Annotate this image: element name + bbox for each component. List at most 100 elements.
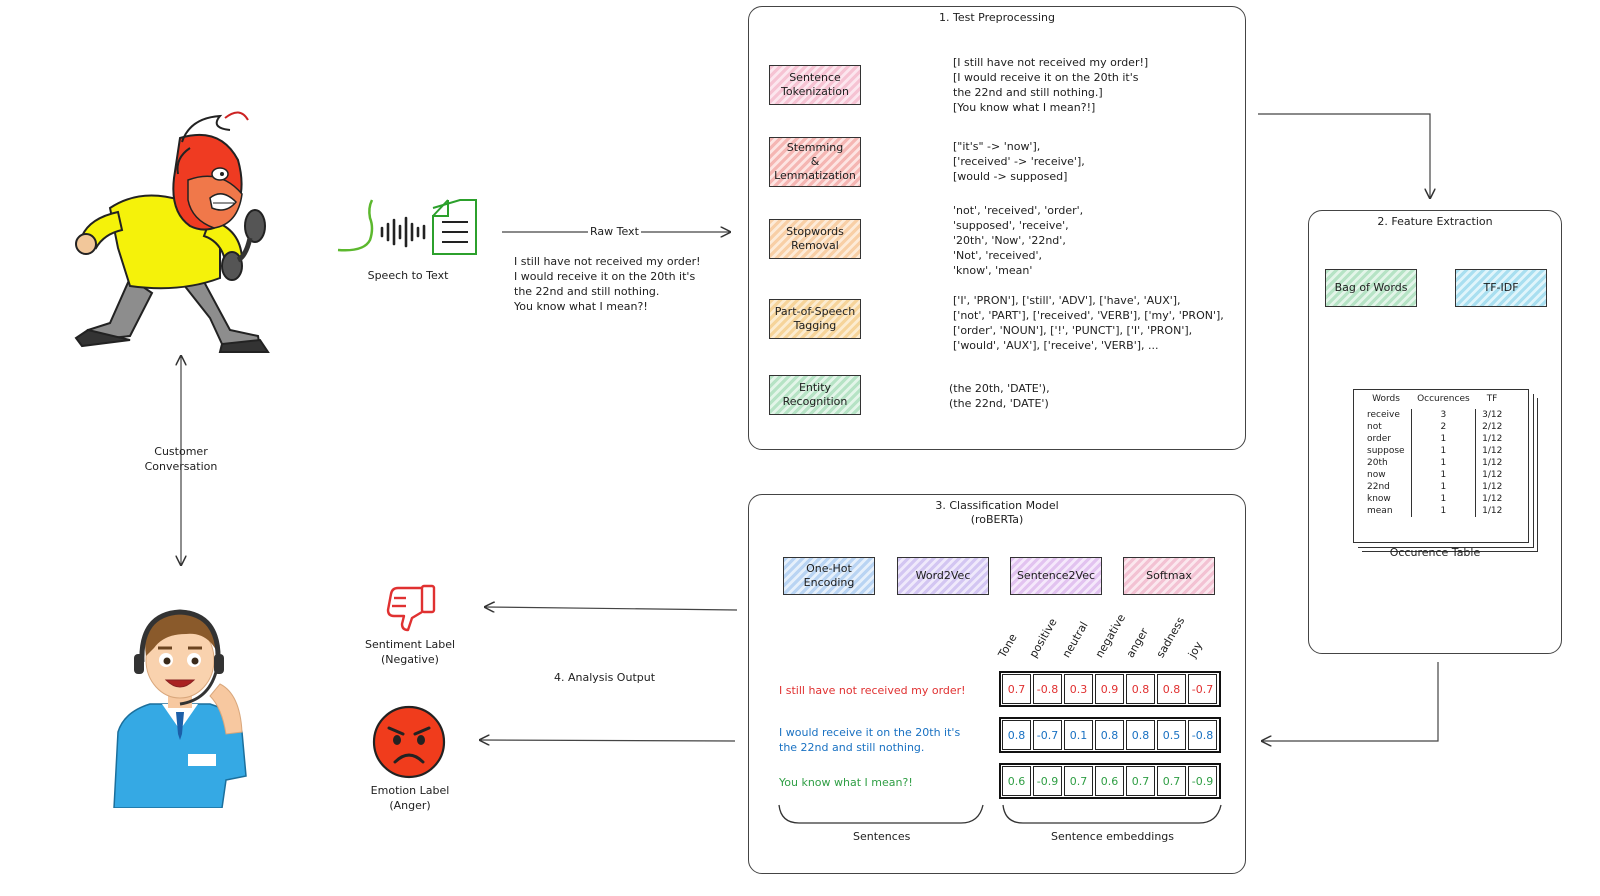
col-words: Words [1372, 394, 1400, 404]
tf-idf-box: TF-IDF [1455, 269, 1547, 307]
angry-face-icon [372, 705, 446, 779]
angry-customer-illustration [74, 111, 270, 353]
embedding-cell: 0.5 [1157, 720, 1186, 750]
embedding-cell: 0.8 [1095, 720, 1124, 750]
embedding-cell: 0.1 [1064, 720, 1093, 750]
call-agent-illustration [113, 609, 247, 808]
occurrence-table: Words Occurences TF receive 3 3/12 not 2 2/12… [1361, 393, 1508, 517]
occurrence-cell: 1 [1410, 481, 1477, 493]
col-occurences: Occurences [1417, 394, 1470, 404]
step-output-stopwords: 'not', 'received', 'order', 'supposed', … [953, 204, 1084, 277]
sentences-label: Sentences [853, 830, 911, 843]
embedding-row [999, 717, 1221, 753]
word-cell: order [1367, 434, 1391, 444]
step-sentence-tokenization: Sentence Tokenization [769, 65, 861, 105]
embedding-cell: -0.8 [1033, 674, 1062, 704]
header-sadness: sadness [1153, 614, 1188, 660]
header-neutral: neutral [1059, 619, 1091, 660]
embedding-cell: 0.7 [1002, 674, 1031, 704]
embeddings-brace [1002, 804, 1222, 824]
preprocessing-panel: 1. Test Preprocessing Sentence Tokenizat… [748, 6, 1246, 450]
word-cell: not [1367, 422, 1382, 432]
occurrence-row: order 1 1/12 [1361, 433, 1508, 445]
tf-cell: 1/12 [1482, 482, 1503, 492]
embedding-cell: 0.7 [1126, 766, 1155, 796]
feature-to-classification-arrow [1262, 662, 1439, 741]
embedding-row [999, 671, 1221, 707]
embedding-cell: 0.8 [1126, 720, 1155, 750]
step-output-tokenization: [I still have not received my order!] [I… [953, 56, 1149, 114]
tf-cell: 3/12 [1482, 410, 1503, 420]
sentence-2: I would receive it on the 20th it's the … [779, 726, 961, 754]
occurrence-cell: 1 [1410, 469, 1477, 481]
tf-cell: 1/12 [1482, 494, 1503, 504]
word-cell: now [1367, 470, 1386, 480]
step-stemming-lemmatization: Stemming & Lemmatization [769, 137, 861, 187]
emotion-output-arrow [480, 740, 736, 741]
sentiment-output-arrow [485, 607, 738, 610]
sentence-3: You know what I mean?! [779, 776, 913, 789]
step-output-pos: ['I', 'PRON'], ['still', 'ADV'], ['have'… [953, 294, 1224, 352]
sentiment-label: Sentiment Label (Negative) [364, 638, 456, 666]
step-stopwords-removal: Stopwords Removal [769, 219, 861, 259]
occurrence-row: mean 1 1/12 [1361, 505, 1508, 517]
raw-text-label: Raw Text [588, 224, 641, 239]
occurrence-cell: 3 [1410, 409, 1477, 421]
classification-title: 3. Classification Model (roBERTa) [935, 499, 1059, 526]
col-tf: TF [1486, 394, 1498, 404]
occurrence-table-caption: Occurence Table [1389, 546, 1481, 559]
word-cell: mean [1367, 506, 1393, 516]
embedding-row [999, 763, 1221, 799]
occurrence-row: receive 3 3/12 [1361, 409, 1508, 421]
occurrence-cell: 2 [1410, 421, 1477, 433]
word-cell: 22nd [1367, 482, 1390, 492]
embedding-cell: -0.8 [1188, 720, 1217, 750]
tf-cell: 1/12 [1482, 434, 1503, 444]
embedding-cell: 0.9 [1095, 674, 1124, 704]
embedding-cell: -0.7 [1033, 720, 1062, 750]
step-output-entities: (the 20th, 'DATE'), (the 22nd, 'DATE') [949, 382, 1050, 410]
word-cell: receive [1367, 410, 1400, 420]
occurrence-cell: 1 [1410, 433, 1477, 445]
preprocess-to-feature-arrow [1258, 113, 1430, 198]
tf-cell: 1/12 [1482, 506, 1503, 516]
customer-conversation-label: Customer Conversation [144, 445, 218, 473]
feature-extraction-panel: 2. Feature Extraction Bag of Words TF-ID… [1308, 210, 1562, 654]
embedding-cell: -0.7 [1188, 674, 1217, 704]
word-cell: 20th [1367, 458, 1388, 468]
embedding-cell: -0.9 [1188, 766, 1217, 796]
step-entity-recognition: Entity Recognition [769, 375, 861, 415]
raw-text-content: I still have not received my order! I wo… [514, 255, 701, 313]
embedding-cell: 0.8 [1002, 720, 1031, 750]
occurrence-cell: 1 [1410, 457, 1477, 469]
embedding-cell: 0.7 [1064, 766, 1093, 796]
occurrence-cell: 1 [1410, 505, 1477, 517]
analysis-output-label: 4. Analysis Output [554, 671, 656, 684]
stage-one-hot-encoding: One-Hot Encoding [783, 557, 875, 595]
header-positive: positive [1026, 616, 1060, 660]
occurrence-row: 22nd 1 1/12 [1361, 481, 1508, 493]
occurrence-row: 20th 1 1/12 [1361, 457, 1508, 469]
step-output-stemming: ["it's" -> 'now'], ['received' -> 'recei… [953, 140, 1085, 183]
thumbs-down-icon [386, 584, 436, 632]
word-cell: suppose [1367, 446, 1405, 456]
emotion-label: Emotion Label (Anger) [370, 784, 450, 812]
sentences-brace [778, 804, 984, 824]
speech-to-text-label: Speech to Text [367, 269, 449, 282]
tf-cell: 1/12 [1482, 458, 1503, 468]
header-tone: Tone [995, 631, 1020, 660]
embeddings-label: Sentence embeddings [1051, 830, 1175, 843]
preprocessing-title: 1. Test Preprocessing [939, 11, 1055, 24]
speech-to-text-icon [337, 199, 477, 255]
tf-cell: 2/12 [1482, 422, 1503, 432]
header-joy: joy [1185, 639, 1206, 660]
classification-panel: 3. Classification Model (roBERTa) One-Ho… [748, 494, 1246, 874]
stage-sentence2vec: Sentence2Vec [1010, 557, 1102, 595]
occurrence-cell: 1 [1410, 445, 1477, 457]
occurrence-row: not 2 2/12 [1361, 421, 1508, 433]
bag-of-words-box: Bag of Words [1325, 269, 1417, 307]
